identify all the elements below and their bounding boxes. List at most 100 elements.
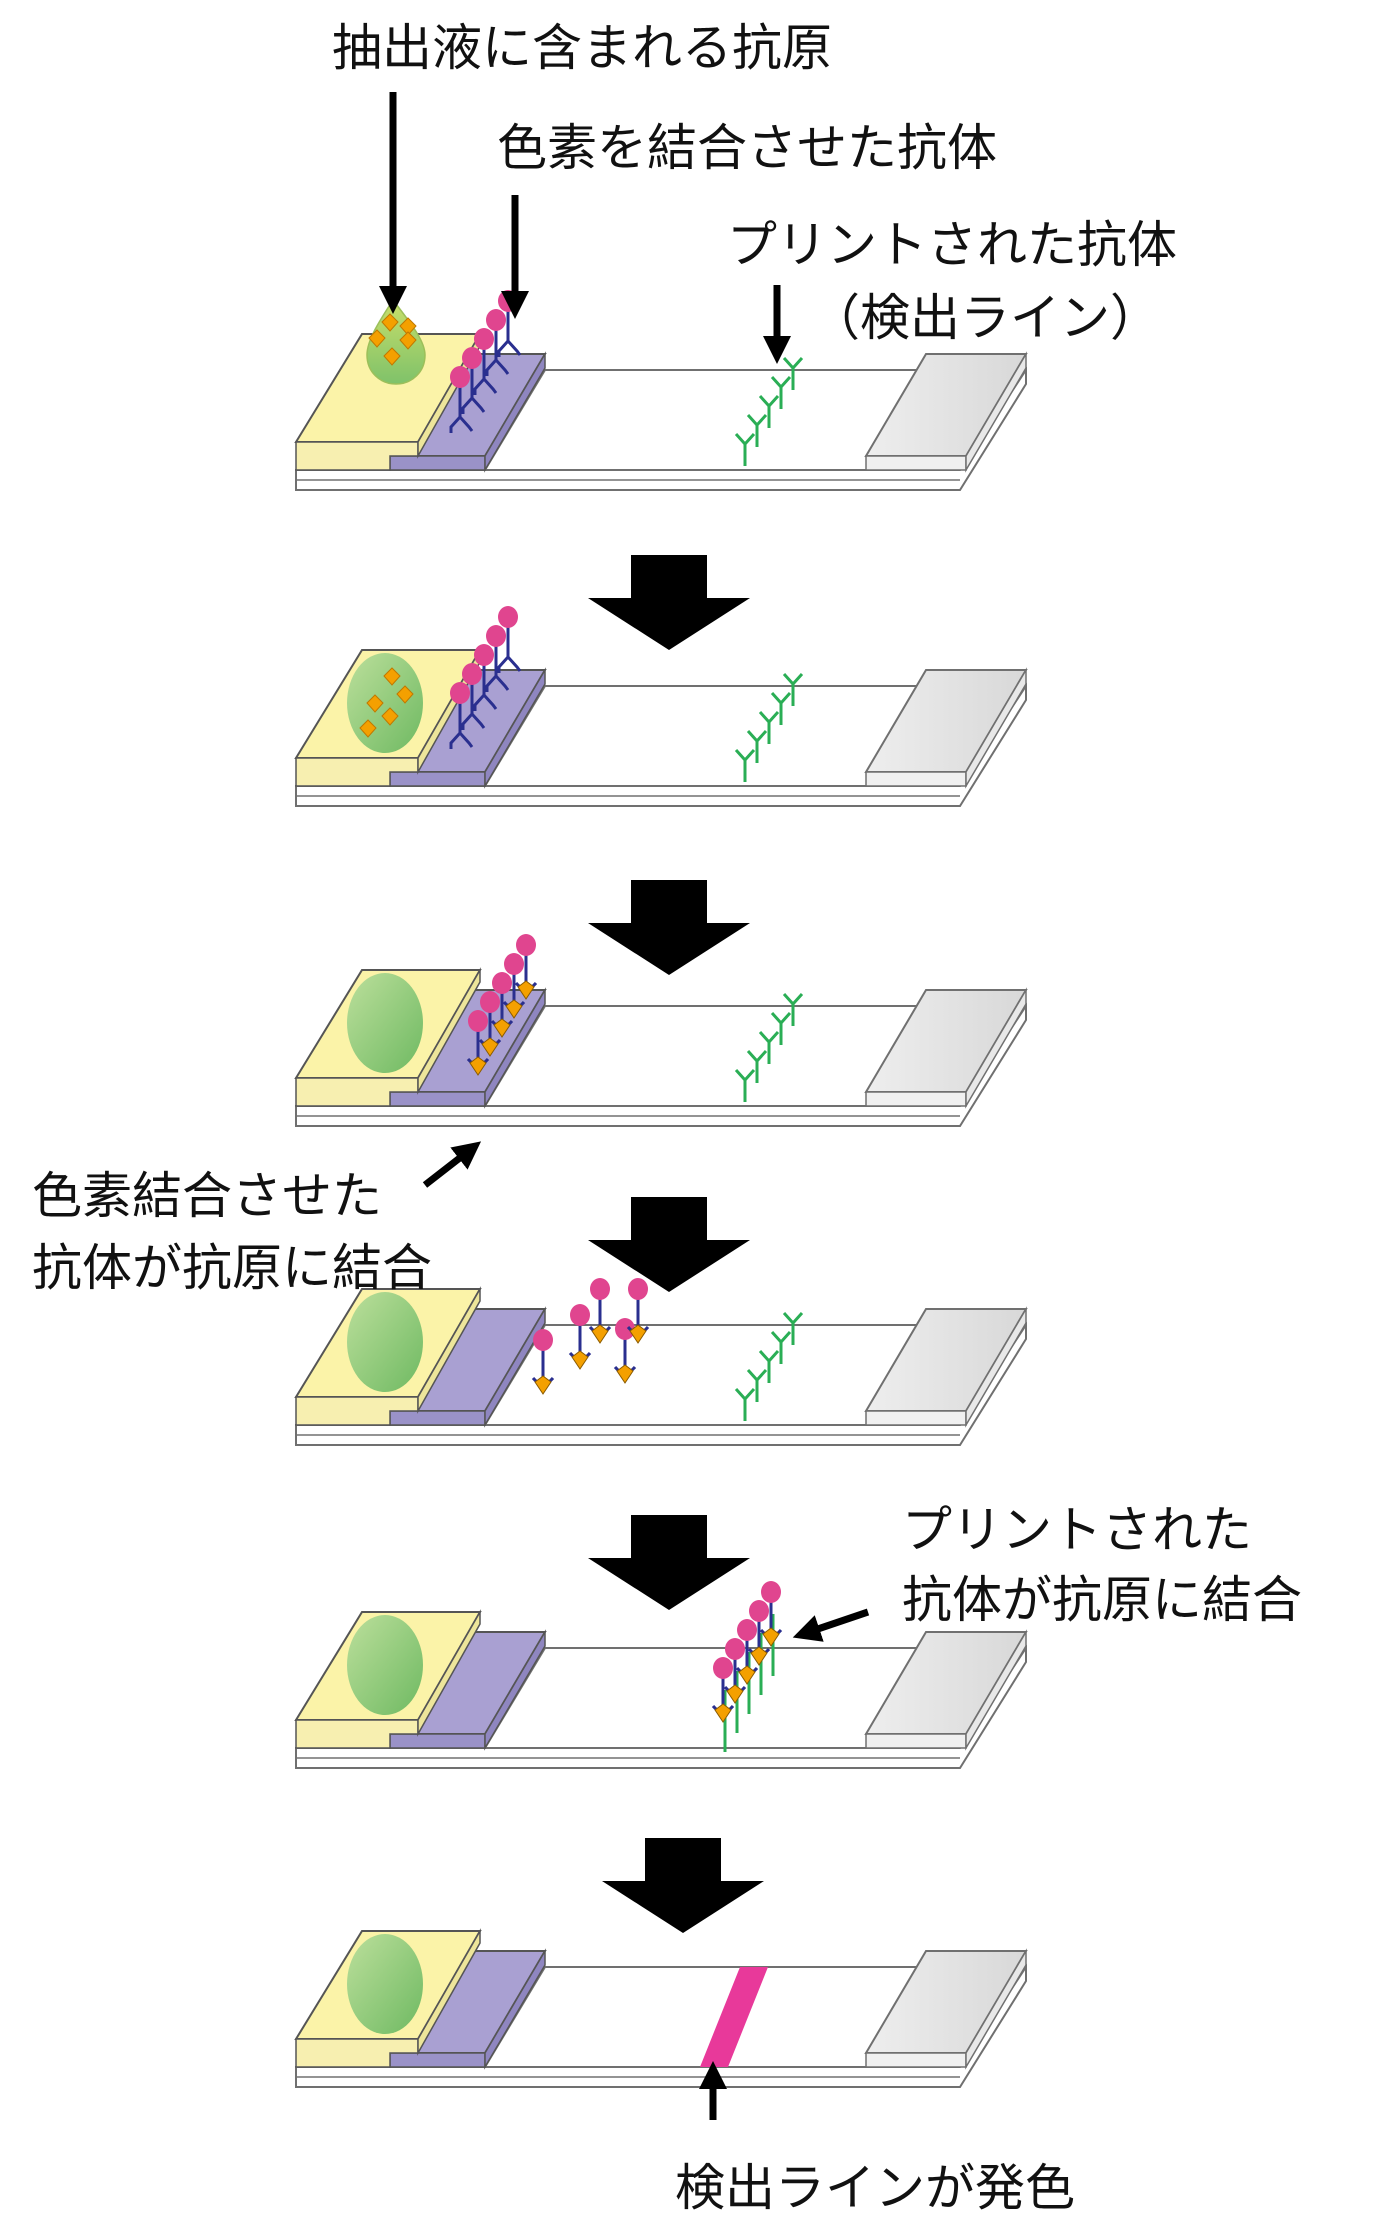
antibody-arms [497,339,522,357]
conjugate-pad-end [484,987,546,1109]
capture-arms [734,1068,756,1083]
absorbent-pad-side [865,2052,967,2068]
conjugate-pad-side [389,1733,486,1749]
antigen [750,1646,768,1666]
absorbent-pad-side [865,1410,967,1426]
label-printed-antibody-line2: （検出ライン） [810,289,1160,347]
label-antigen-in-extract: 抽出液に含まれる抗原 [332,19,832,77]
arrow-to-captured-complex [792,1608,870,1642]
antigen-antibody-complex [514,934,538,1000]
conjugate-pad-end [484,1629,546,1751]
antibody-arms [461,396,486,414]
label-dye-conjugated-antibody: 色素を結合させた抗体 [497,119,997,177]
antigen-antibody-complex [531,1329,555,1395]
capture-arms [758,394,780,409]
dye-labeled-antibody [449,366,474,433]
dye-molecule [761,1581,781,1603]
capture-antibody [758,1030,780,1064]
dye-molecule [462,347,482,369]
absorbed-sample [347,1292,423,1392]
capture-arms [746,1049,768,1064]
capture-antibody [758,1349,780,1383]
step-arrow-2 [588,880,750,975]
antigen-antibody-complex [759,1581,783,1647]
antibody-arms [473,693,498,711]
conjugate-pad-end [484,667,546,789]
antigen [505,999,523,1019]
dye-molecule [725,1638,745,1660]
drop-shape [366,298,426,385]
capture-arms [782,992,804,1007]
antigen [714,1703,732,1723]
step3-labels: 色素結合させた 抗体が抗原に結合 [32,1141,482,1297]
capture-antibody [770,375,792,409]
step-arrows [588,555,764,1933]
antigen [359,719,377,738]
capture-arms [746,413,768,428]
absorbed-sample [347,1934,423,2034]
antigen [368,329,386,348]
capture-antibody [782,992,804,1026]
capture-antibody [734,1068,756,1102]
absorbent-pad-end [965,351,1027,473]
label-printed-antibody-line1: プリントされた抗体 [727,216,1177,274]
antigen [366,694,384,713]
capture-arms [734,432,756,447]
antigen [726,1684,744,1704]
antigen [381,707,399,726]
strip-step-5 [294,1581,1028,1769]
conjugate-pad-side [389,1091,486,1107]
antigen [396,685,414,704]
capture-arms [734,748,756,763]
step-arrow-1 [588,555,750,650]
dye-molecule [450,366,470,388]
antigen-antibody-complex [613,1318,637,1384]
antigen [591,1324,609,1344]
antibody-arms [485,358,510,376]
antigen [738,1665,756,1685]
capture-antibody [758,710,780,744]
capture-arms [734,1387,756,1402]
antigen [481,1037,499,1057]
capture-arms [758,1349,780,1364]
capture-arms [758,710,780,725]
dye-molecule [450,682,470,704]
antigen-antibody-complex [747,1600,771,1666]
conjugate-pad-side [389,1410,486,1426]
absorbent-pad-end [965,1306,1027,1428]
dye-labeled-antibody [461,347,486,414]
antigen [762,1627,780,1647]
conjugate-pad-end [484,1306,546,1428]
strip-step-6 [294,1928,1028,2088]
dye-molecule [474,644,494,666]
conjugate-pad-side [389,771,486,787]
antibody-arms [485,674,510,692]
absorbent-pad-end [965,667,1027,789]
capture-antibody [734,1387,756,1421]
capture-arms [770,375,792,390]
antigen-antibody-complex [588,1278,612,1344]
strip-step-4 [294,1278,1028,1446]
capture-antibody [746,1368,768,1402]
antigen-antibody-complex [735,1619,759,1685]
antibody-arms [449,415,474,433]
dye-labeled-antibody [485,625,510,692]
dye-molecule [713,1657,733,1679]
label-printed-binds-line1: プリントされた [902,1501,1252,1559]
strip-step-1 [294,290,1028,491]
step1-labels: 抽出液に含まれる抗原 色素を結合させた抗体 プリントされた抗体 （検出ライン） [332,19,1177,364]
antigen-antibody-complex [478,991,502,1057]
absorbed-sample [347,1615,423,1715]
antigen [534,1375,552,1395]
antigen [381,313,399,332]
antigen [616,1364,634,1384]
antigen-antibody-complex [723,1638,747,1704]
antigen [493,1018,511,1038]
label-test-line-colored: 検出ラインが発色 [675,2159,1075,2217]
sample-pad-end [417,1928,481,2056]
absorbent-pad-side [865,455,967,471]
dye-labeled-antibody [497,606,522,673]
label-conjugate-binds-line2: 抗体が抗原に結合 [32,1239,432,1297]
capture-arms [746,1368,768,1383]
